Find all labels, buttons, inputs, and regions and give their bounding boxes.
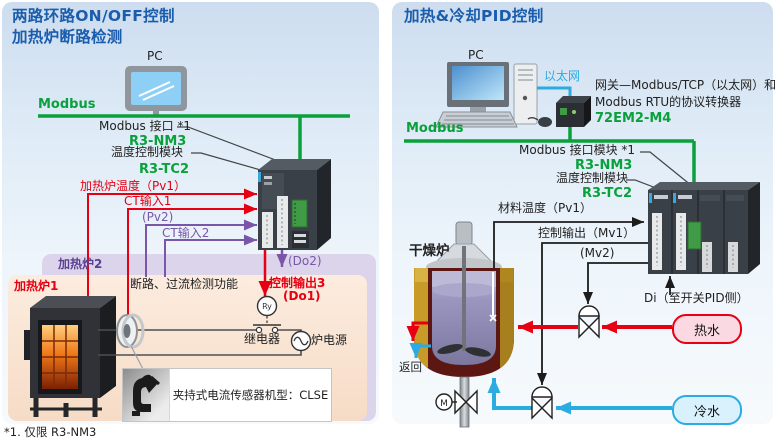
dryer-vessel-illustration [414, 221, 514, 428]
left-title-line2: 加热炉断路检测 [12, 28, 123, 46]
furnace-power-label: 炉电源 [311, 333, 348, 347]
left-io-module-illustration [258, 159, 331, 250]
hot-water-pill: 热水 [672, 314, 742, 344]
signal-pv2-label: (Pv2) [142, 210, 174, 224]
cold-water-lines [409, 343, 672, 415]
right-tc2-model: R3-TC2 [582, 186, 632, 201]
gateway-model: 72EM2-M4 [595, 111, 672, 126]
left-tc2-model: R3-TC2 [139, 162, 189, 177]
hot-water-valve-icon [578, 305, 600, 339]
signal-ct2-label: CT输入2 [162, 226, 210, 240]
cold-water-valve-icon [531, 386, 553, 420]
left-nm3-model: R3-NM3 [129, 134, 187, 149]
gateway-illustration [556, 96, 591, 127]
clamp-ct-icon [132, 374, 160, 416]
clamp-sensor-image [123, 369, 170, 421]
gateway-desc-line2: Modbus RTU的协议转换器 [595, 95, 742, 109]
left-temp-module-label: 温度控制模块 [111, 145, 184, 159]
material-temp-pv1-label: 材料温度（Pv1） [498, 201, 592, 215]
signal-pv1-label: 加热炉温度（Pv1） [80, 179, 186, 193]
right-io-module-illustration [648, 182, 760, 274]
cold-water-label: 冷水 [693, 404, 720, 420]
left-modbus-interface-label: Modbus 接口 *1 [99, 119, 192, 133]
furnace-illustration [24, 296, 116, 417]
relay-label: 继电器 [244, 332, 281, 346]
clamp-sensor-callout: 夹持式电流传感器机型：CLSE [122, 368, 332, 422]
control-output3-do1-label: (Do1) [283, 289, 321, 303]
ethernet-line [537, 86, 572, 96]
signal-ct1-label: CT输入1 [124, 194, 172, 208]
left-title-line1: 两路环路ON/OFF控制 [12, 7, 175, 25]
hot-water-label: 热水 [693, 323, 720, 339]
gateway-desc-line1: 网关—Modbus/TCP（以太网）和 [595, 78, 775, 92]
control-output3-label: 控制输出3 [269, 276, 326, 290]
ct-ring-icon [116, 313, 145, 370]
right-pc-illustration [435, 62, 552, 128]
cold-water-pill: 冷水 [672, 395, 742, 425]
relay-symbol-text: Ry [262, 302, 272, 311]
left-modbus-bus-label: Modbus [38, 97, 96, 112]
furnace2-label: 加热炉2 [58, 257, 103, 271]
footnote: *1. 仅限 R3-NM3 [4, 425, 97, 439]
left-leader-lines [177, 126, 295, 178]
left-input-signal-lines [87, 188, 257, 316]
right-modbus-module-label: Modbus 接口模块 *1 [519, 143, 636, 157]
left-pc-monitor-icon [125, 66, 187, 117]
left-pc-label: PC [147, 49, 163, 63]
signal-do2-label: (Do2) [288, 254, 322, 268]
dryer-furnace-label: 干燥炉 [409, 243, 450, 259]
return-label: 返回 [399, 360, 422, 374]
di-switch-pid-label: Di（至开关PID侧） [644, 291, 749, 305]
clamp-sensor-note: 夹持式电流传感器机型：CLSE [172, 388, 329, 402]
left-modbus-bus-line [38, 114, 350, 163]
right-temp-module-label: 温度控制模块 [556, 171, 629, 185]
hot-water-lines [406, 320, 672, 341]
motor-symbol-text: M [440, 399, 448, 409]
right-title: 加热&冷却PID控制 [404, 7, 544, 25]
right-modbus-bus-label: Modbus [406, 121, 464, 136]
ethernet-label: 以太网 [544, 69, 581, 83]
furnace1-label: 加热炉1 [14, 279, 59, 293]
right-pc-label: PC [468, 48, 484, 62]
right-modbus-bus-line [404, 127, 696, 186]
detection-function-label: 断路、过流检测功能 [130, 277, 239, 291]
control-output-mv1-label: 控制输出（Mv1） [538, 226, 636, 240]
left-output-signal-lines [258, 250, 288, 296]
control-output-mv2-label: (Mv2) [580, 246, 615, 260]
right-nm3-model: R3-NM3 [575, 158, 633, 173]
right-control-signal-lines [493, 217, 675, 385]
